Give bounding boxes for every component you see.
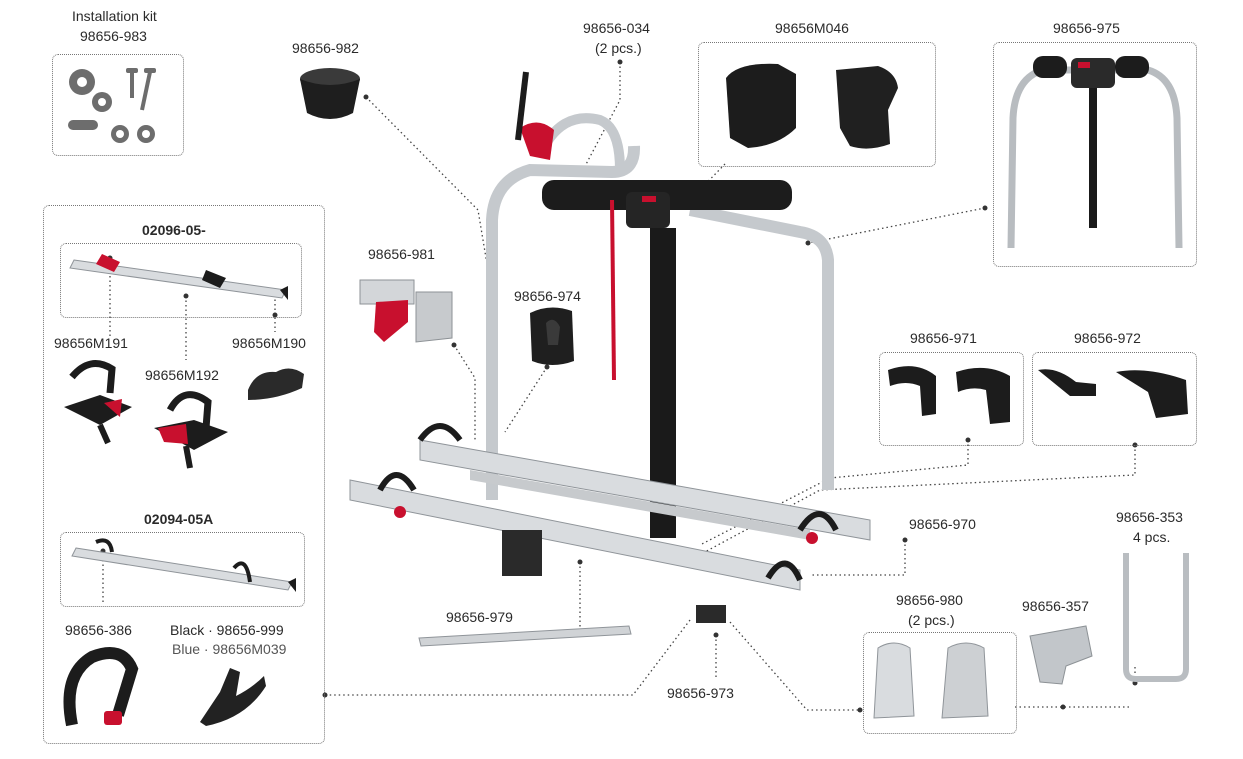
label-blue-variant: Blue · 98656M039 <box>172 641 287 657</box>
label-98656-353: 98656-353 <box>1116 509 1183 525</box>
label-98656-980: 98656-980 <box>896 592 963 608</box>
tube-98656-979 <box>418 625 632 647</box>
label-98656M191: 98656M191 <box>54 335 128 351</box>
wheel-holder-M191 <box>64 360 132 445</box>
label-98656-981: 98656-981 <box>368 246 435 262</box>
part-98656-980-box <box>863 632 1017 734</box>
bracket-98656-980 <box>873 642 989 719</box>
label-98656-034-qty: (2 pcs.) <box>595 40 642 56</box>
roller-cap-982 <box>300 68 360 119</box>
label-98656-970: 98656-970 <box>909 516 976 532</box>
clamp-98656-981 <box>359 279 453 343</box>
label-98656-982: 98656-982 <box>292 40 359 56</box>
part-98656-971-box <box>879 352 1024 446</box>
rail-02094-box <box>60 532 305 607</box>
label-98656-971: 98656-971 <box>910 330 977 346</box>
cover-98656M046 <box>726 63 898 149</box>
label-98656-386: 98656-386 <box>65 622 132 638</box>
label-98656M192: 98656M192 <box>145 367 219 383</box>
label-98656M046: 98656M046 <box>775 20 849 36</box>
wheel-holder-98656-999 <box>200 668 266 726</box>
rail-02094-05A-drawing <box>71 538 296 592</box>
part-98656M046-box <box>698 42 936 167</box>
label-98656M190: 98656M190 <box>232 335 306 351</box>
part-98656-975-box <box>993 42 1197 267</box>
wheel-holder-M192 <box>154 391 228 469</box>
label-98656-034: 98656-034 <box>583 20 650 36</box>
wheel-holder-M190 <box>248 368 304 400</box>
plate-98656-357 <box>1029 625 1093 685</box>
installation-kit-icon <box>68 68 156 143</box>
label-98656-353-qty: 4 pcs. <box>1133 529 1171 545</box>
clip-98656-971 <box>888 366 1010 424</box>
label-98656-972: 98656-972 <box>1074 330 1141 346</box>
label-98656-973: 98656-973 <box>667 685 734 701</box>
label-98656-980-qty: (2 pcs.) <box>908 612 955 628</box>
rail-02096-05-drawing <box>69 254 288 300</box>
label-black-variant: Black · 98656-999 <box>170 622 284 638</box>
block-98656-974 <box>530 307 574 365</box>
installation-kit-code: 98656-983 <box>80 28 147 44</box>
part-98656-972-box <box>1032 352 1197 446</box>
installation-kit-box <box>52 54 184 156</box>
label-98656-975: 98656-975 <box>1053 20 1120 36</box>
label-98656-357: 98656-357 <box>1022 598 1089 614</box>
label-02094-05A: 02094-05A <box>144 511 214 527</box>
u-bolt-98656-353 <box>1123 553 1189 682</box>
part-98656-353-box <box>1105 548 1189 549</box>
label-98656-974: 98656-974 <box>514 288 581 304</box>
frame-98656-975 <box>1007 56 1183 249</box>
installation-kit-title: Installation kit <box>72 8 157 24</box>
rail-02096-box <box>60 243 302 318</box>
bike-rails-group-box <box>43 205 325 744</box>
label-02096-05: 02096-05- <box>142 222 206 238</box>
clip-98656-972 <box>1038 369 1188 418</box>
bike-carrier-main-assembly <box>349 71 871 623</box>
label-98656-979: 98656-979 <box>446 609 513 625</box>
strap-98656-386 <box>63 647 139 727</box>
